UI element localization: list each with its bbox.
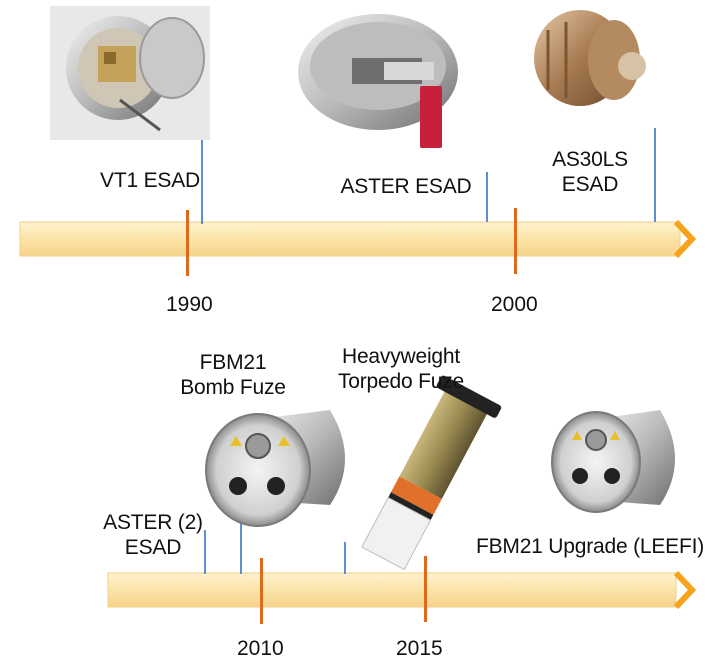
label-as30ls-esad: AS30LS ESAD [552, 148, 628, 196]
label-vt1-esad: VT1 ESAD [100, 169, 200, 192]
timeline-bar-bottom [107, 570, 697, 610]
year-2000: 2000 [491, 293, 538, 316]
pointer-aster2 [204, 530, 206, 574]
pointer-fbm21 [240, 500, 242, 574]
year-2015: 2015 [396, 637, 443, 660]
label-fbm21-bomb-fuze: FBM21 Bomb Fuze [180, 351, 286, 399]
label-aster2-esad: ASTER (2) ESAD [103, 511, 203, 559]
year-1990: 1990 [166, 293, 213, 316]
remove-before-flight-tag [420, 86, 442, 148]
year-2010: 2010 [237, 637, 284, 660]
label-aster-esad: ASTER ESAD [340, 175, 472, 198]
aster-esad-image [298, 14, 458, 148]
arrow-head-icon [673, 219, 697, 259]
as30ls-esad-image [534, 10, 646, 106]
label-torpedo-fuze: Heavyweight Torpedo Fuze [337, 345, 464, 393]
year-tick-2010 [260, 558, 263, 624]
vt1-esad-image [50, 6, 210, 140]
year-tick-1990 [186, 210, 189, 276]
fbm21-upgrade-image [551, 410, 675, 513]
torpedo-fuze-image [361, 375, 502, 571]
pointer-vt1 [201, 140, 203, 224]
label-fbm21-upgrade: FBM21 Upgrade (LEEFI) [475, 535, 705, 558]
pointer-torpedo [344, 542, 346, 574]
arrow-head-icon [673, 570, 697, 610]
pointer-aster [486, 172, 488, 222]
timeline-bar-top [19, 219, 697, 259]
fbm21-bomb-fuze-image [205, 410, 345, 527]
year-tick-2000 [514, 208, 517, 274]
year-tick-2015 [424, 556, 427, 622]
pointer-as30ls [654, 128, 656, 222]
